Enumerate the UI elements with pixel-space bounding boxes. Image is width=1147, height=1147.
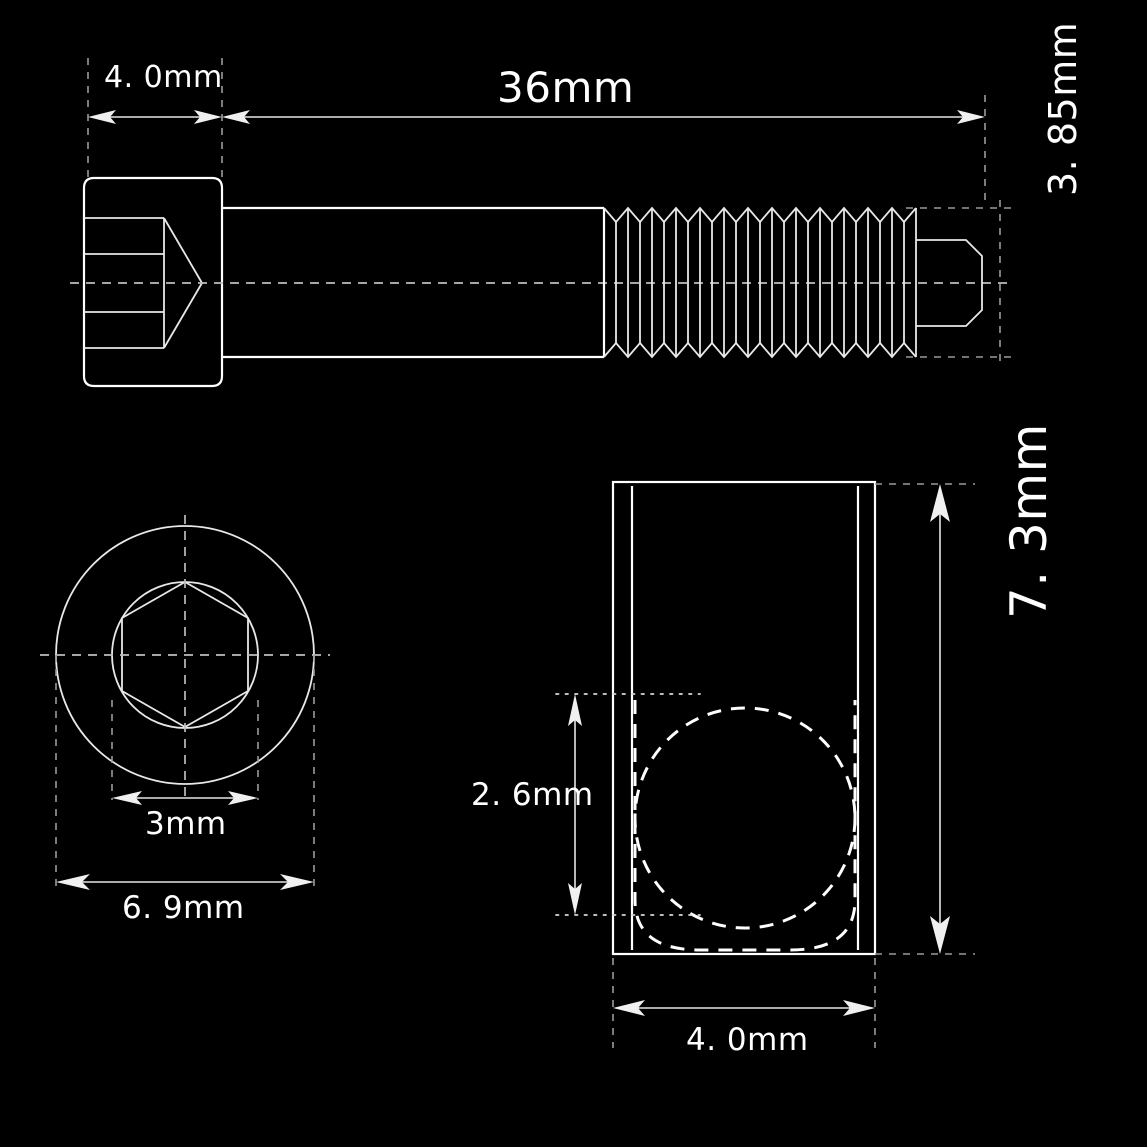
head-detail-outline [611, 480, 877, 956]
dim-label-socket-depth: 2. 6mm [471, 777, 594, 813]
dim-head-width [613, 1000, 875, 1016]
front-view-centerlines [40, 515, 330, 800]
head-detail-extension-lines [555, 483, 975, 1048]
dim-label-head-width: 4. 0mm [686, 1022, 809, 1058]
dim-label-socket-across-flats: 3mm [145, 806, 227, 842]
dim-thread-diameter [906, 200, 1012, 365]
dim-label-head-length: 4. 0mm [104, 60, 223, 95]
dim-socket-depth [568, 694, 582, 915]
dim-label-overall-length: 36mm [497, 63, 635, 112]
screw-thread [603, 206, 917, 359]
dim-overall-length [222, 110, 985, 124]
extension-lines-top [87, 58, 986, 205]
dim-label-thread-diameter: 3. 85mm [1041, 21, 1085, 196]
screw-tip-chamfer [916, 239, 983, 327]
screw-shank [222, 206, 606, 359]
dim-label-head-height: 7. 3mm [1000, 423, 1058, 619]
front-view-extension-lines [55, 655, 315, 890]
hidden-socket-outline [633, 700, 857, 952]
dim-socket-across-flats [112, 791, 258, 805]
screw-head-outline [82, 176, 224, 388]
dim-head-diameter [56, 874, 314, 890]
dim-label-head-diameter: 6. 9mm [122, 890, 245, 926]
hex-socket-section [84, 217, 203, 349]
dim-head-length [88, 110, 222, 124]
dim-head-height [930, 484, 950, 954]
